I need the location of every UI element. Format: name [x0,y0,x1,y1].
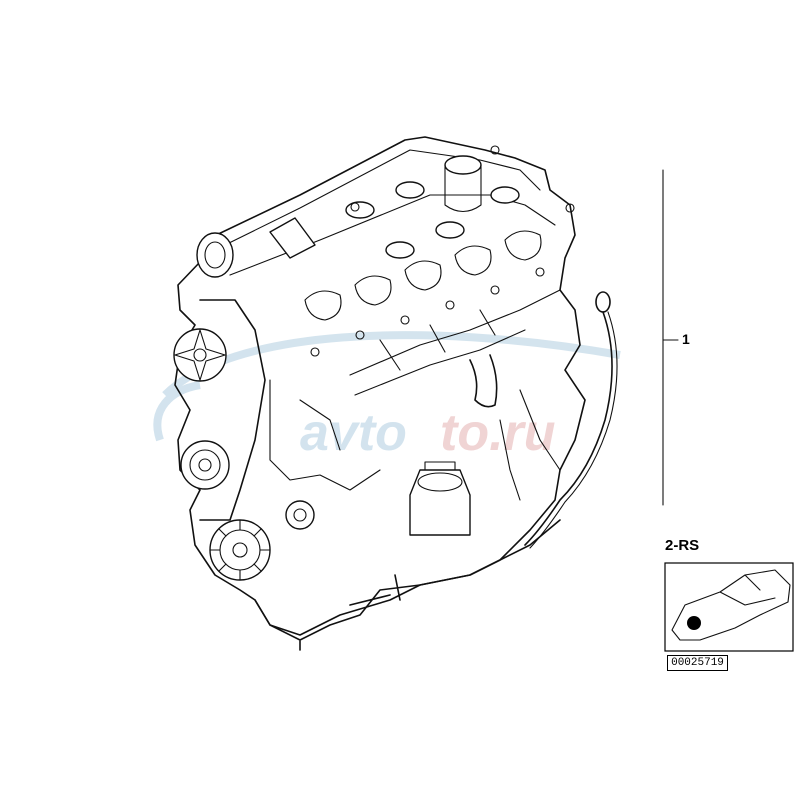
callout-1: 1 [682,331,690,347]
exhaust-ports [304,230,542,321]
svg-text:avto: avto [300,404,407,462]
timing-cover [199,299,266,521]
car-location-marker [687,616,701,630]
car-thumbnail-box [664,562,794,652]
oil-pan [254,519,561,651]
manifold-runners [349,289,561,396]
watermark-logo: avto to.ru [153,331,621,462]
car-outline [671,569,791,641]
crankshaft-pulley [209,519,271,581]
vacuum-pump [173,328,227,382]
block-lines [269,379,561,501]
head-bolts [310,145,575,357]
part-number-label: 00025719 [667,655,728,671]
oil-filler-cap [444,155,482,213]
oil-filter-housing [409,461,471,536]
engine-assembly [173,136,586,651]
coolant-pipe [469,354,498,408]
pulley-upper [180,440,230,490]
callout-2-rs: 2-RS [665,537,700,554]
callout-bracket [662,169,679,506]
cover-plug [269,217,316,259]
thermostat-flange [196,232,234,278]
svg-text:to.ru: to.ru [440,404,556,462]
tensioner-pulley [285,500,315,530]
cover-bumps [345,181,520,259]
oil-dipstick [524,291,618,549]
